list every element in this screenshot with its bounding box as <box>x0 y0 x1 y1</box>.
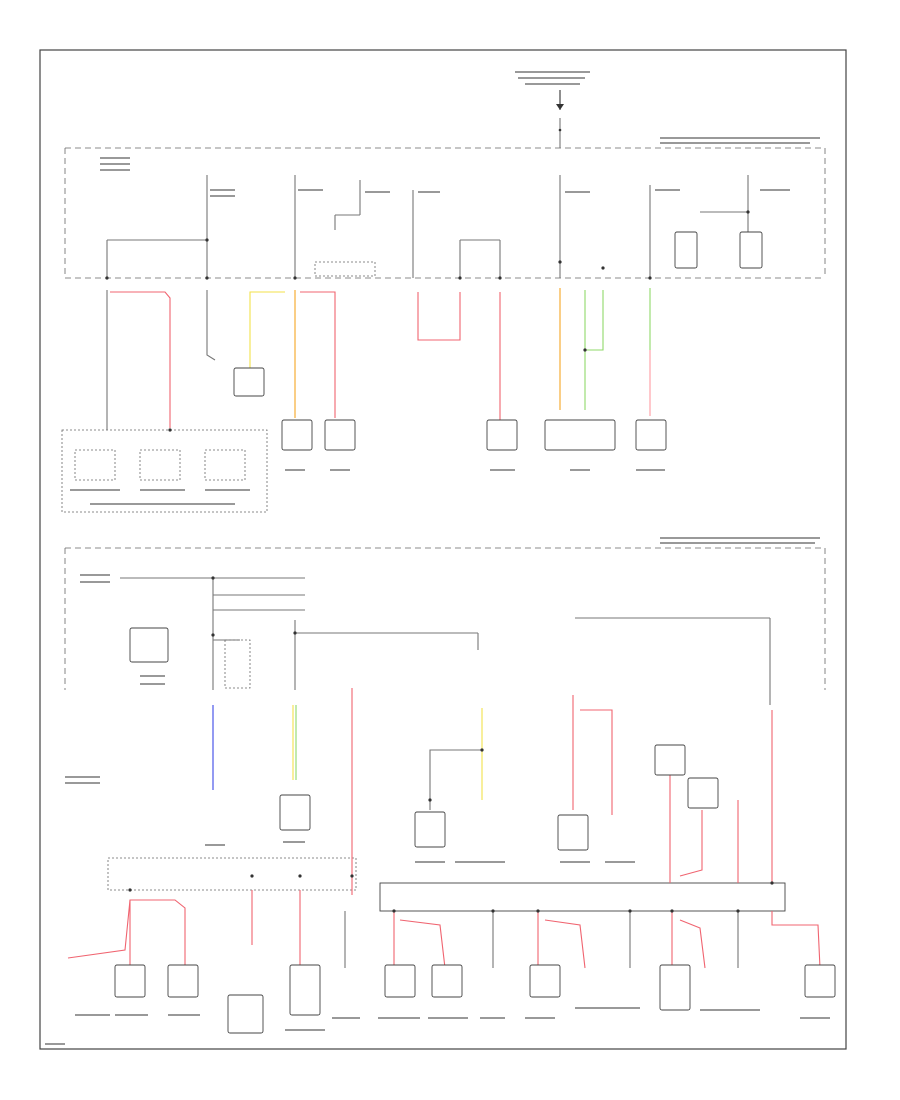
illegible-labels-bottom <box>45 537 830 1045</box>
lower-fuse-box-boundary <box>64 547 826 690</box>
lower-colored-wires <box>212 688 773 895</box>
diagram-frame <box>39 49 847 1050</box>
left-lower-junction-box-boundary <box>107 857 357 891</box>
illegible-labels-top <box>70 71 820 505</box>
upper-colored-wires <box>106 288 651 430</box>
upper-fuse-drops <box>106 175 749 278</box>
upper-fuse-box-boundary <box>64 147 826 279</box>
left-junction-box-boundary <box>61 429 268 513</box>
bottom-row-wires <box>67 890 821 969</box>
lower-mid-components <box>279 744 719 851</box>
connector-dots <box>105 210 774 913</box>
upper-relays <box>314 231 763 277</box>
battery-feed <box>556 90 564 148</box>
lower-bus-lines <box>120 577 771 690</box>
right-lower-junction-box-boundary <box>379 882 786 912</box>
upper-components <box>74 367 667 481</box>
bottom-components <box>114 964 836 1034</box>
